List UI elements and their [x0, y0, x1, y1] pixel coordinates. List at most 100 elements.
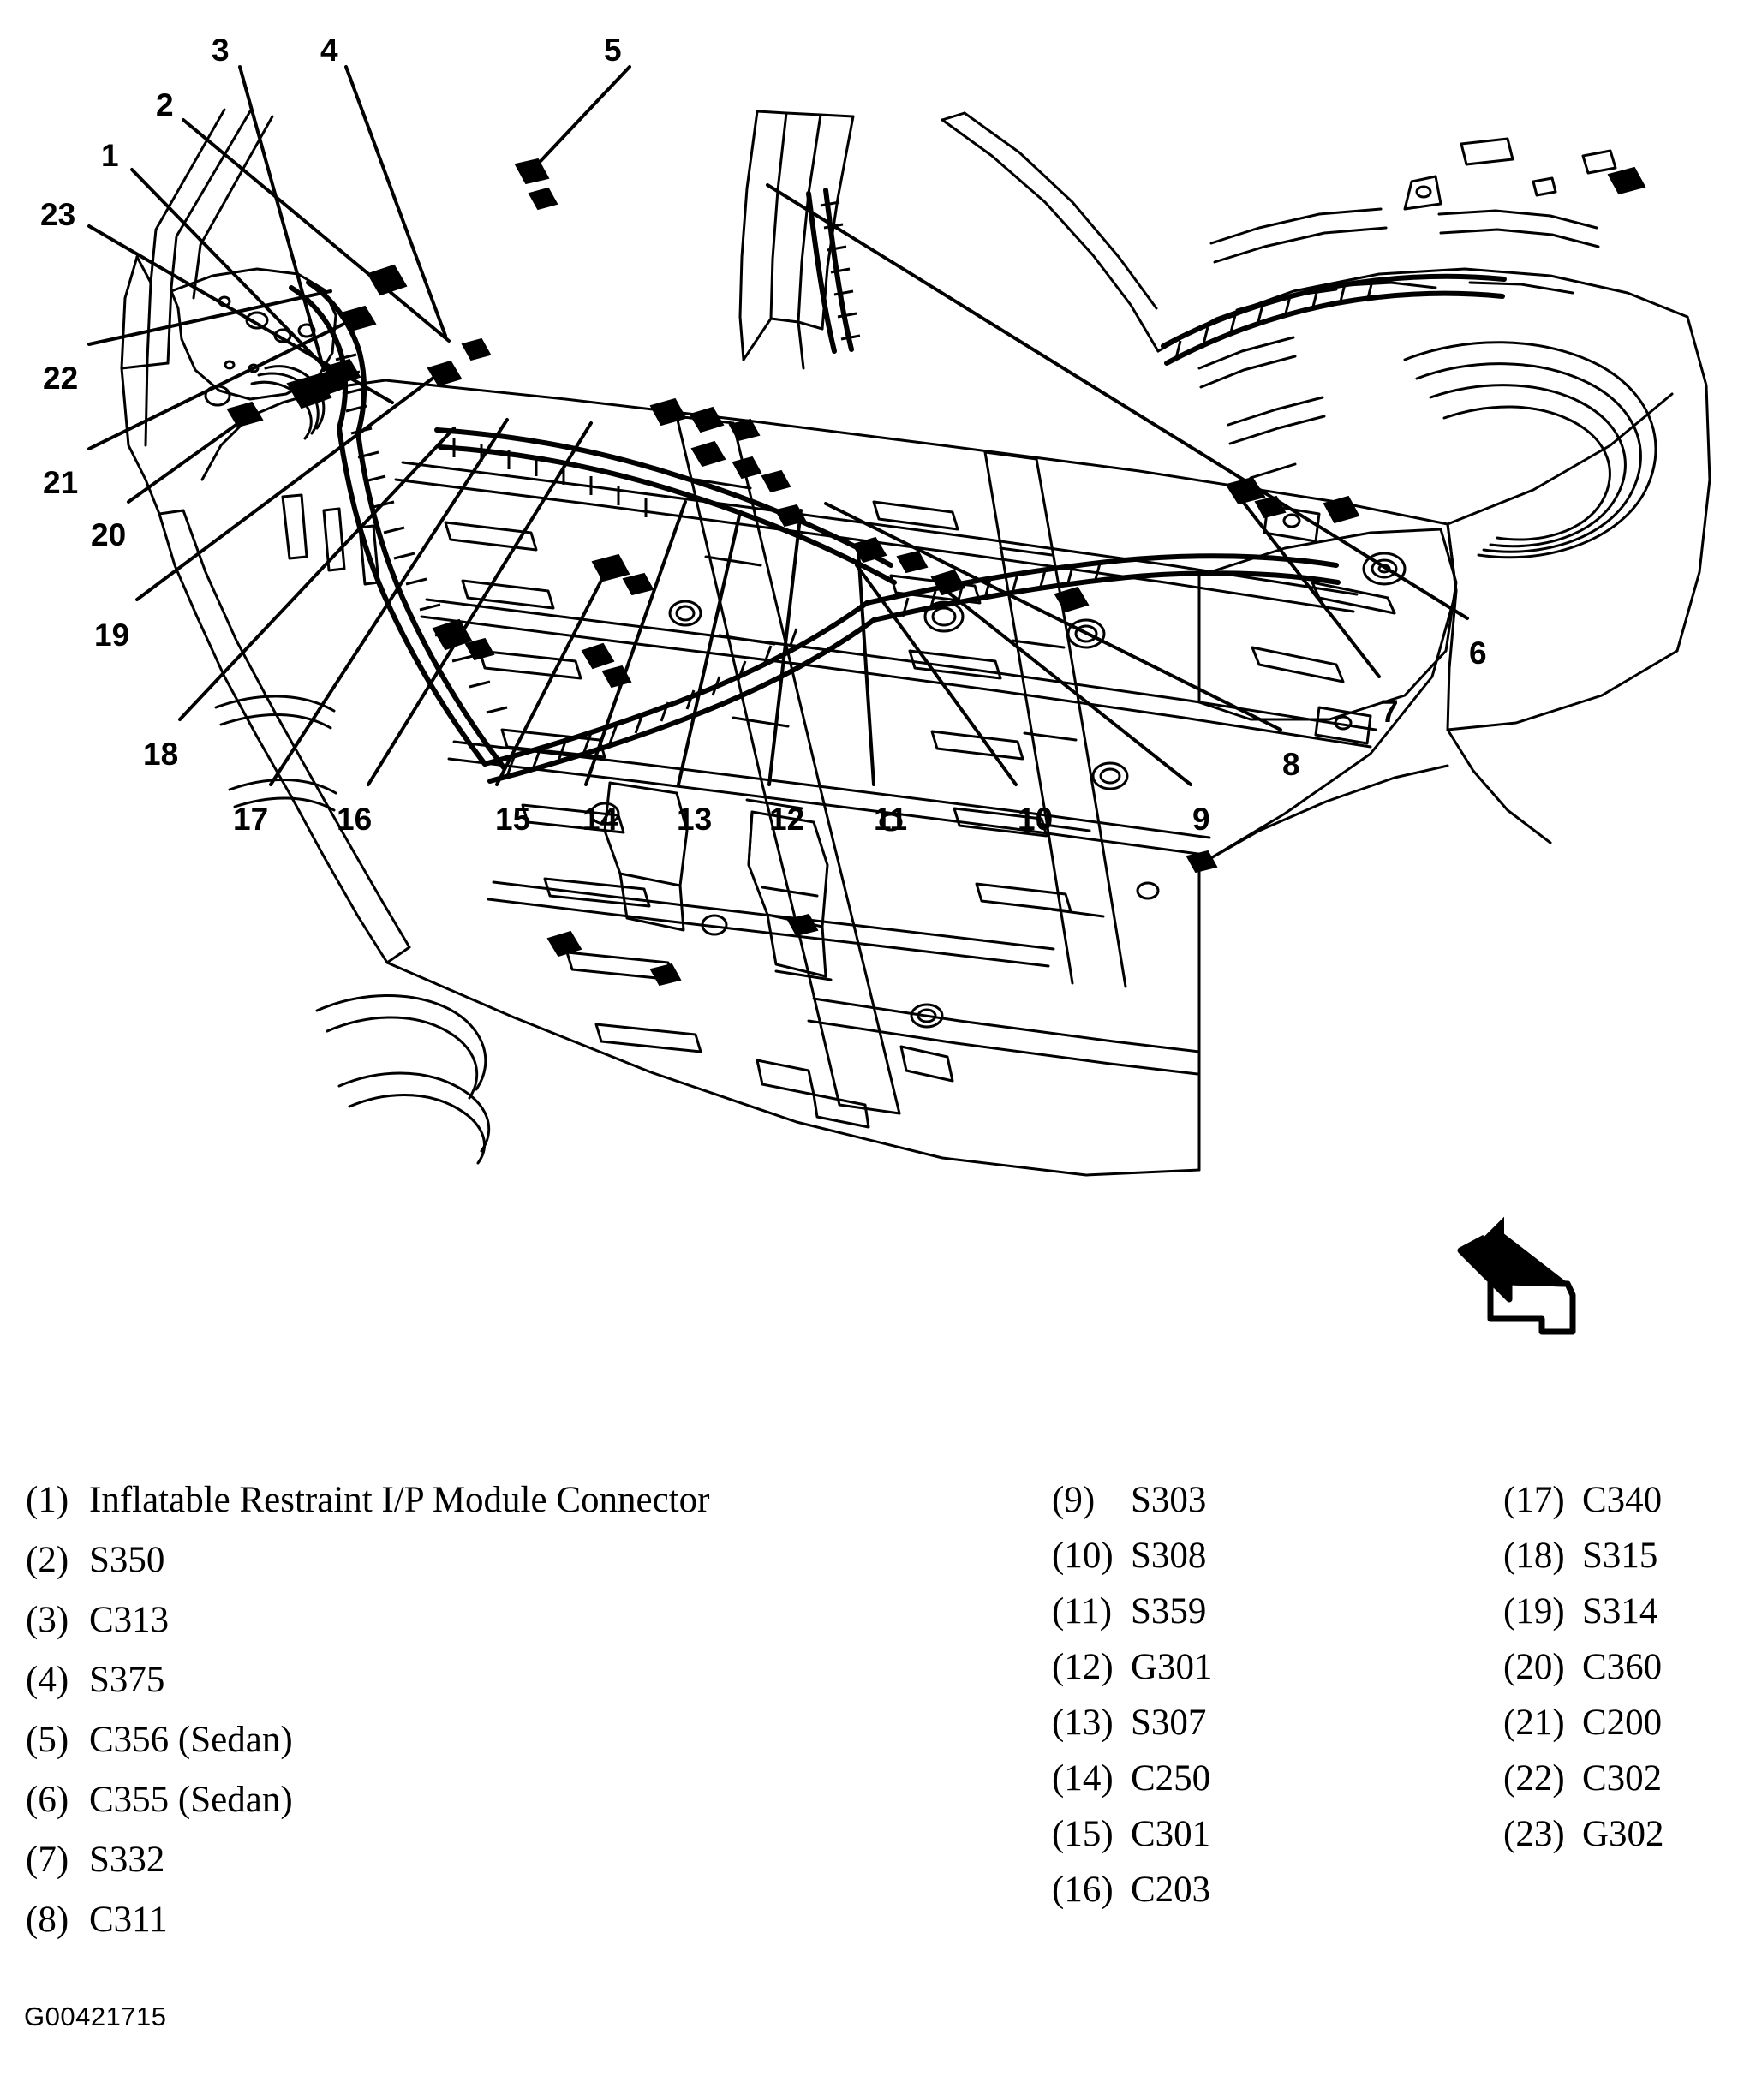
connectors-and-splices [226, 158, 1646, 987]
legend-item: (23)G302 [1503, 1816, 1738, 1852]
legend-item-number: (17) [1503, 1480, 1565, 1520]
leader-line-20 [127, 418, 245, 504]
callout-number-19: 19 [94, 617, 130, 653]
legend-item: (9)S303 [1052, 1482, 1420, 1518]
legend-item-label: S375 [89, 1660, 165, 1700]
legend-item: (12) G301 [1052, 1649, 1420, 1685]
legend-item-number: (5) [26, 1720, 69, 1760]
leader-line-16 [367, 421, 593, 786]
leader-line-10 [855, 564, 1018, 786]
leader-line-8 [824, 502, 1282, 731]
legend-item-number: (21) [1503, 1703, 1565, 1743]
legend-item: (22)C302 [1503, 1760, 1738, 1797]
legend-item: (7) S332 [26, 1841, 985, 1878]
legend-item-label: C203 [1131, 1870, 1211, 1910]
legend-item-number: (13) [1052, 1703, 1114, 1743]
legend-item-label: C302 [1582, 1758, 1663, 1799]
legend-item-label: C340 [1582, 1480, 1663, 1520]
callout-number-12: 12 [769, 802, 805, 837]
legend-item-number: (11) [1052, 1591, 1113, 1632]
legend-item: (3)C313 [26, 1602, 985, 1638]
legend-column-3: (17)C340(18)S315(19)S314(20)C360(21)C200… [1503, 1482, 1738, 1871]
legend-item: (8) C311 [26, 1901, 985, 1938]
legend-item-label: S315 [1582, 1536, 1658, 1576]
legend-item-label: C250 [1131, 1758, 1211, 1799]
legend-item: (16) C203 [1052, 1871, 1420, 1908]
callout-number-20: 20 [91, 517, 127, 552]
legend-item-label: S350 [89, 1540, 165, 1580]
legend-item: (1) Inflatable Restraint I/P Module Conne… [26, 1482, 985, 1518]
legend-item-number: (10) [1052, 1536, 1114, 1576]
legend-item-label: S308 [1131, 1536, 1207, 1576]
leader-line-7 [1239, 497, 1381, 678]
leader-line-3 [238, 65, 326, 372]
leader-line-5 [527, 65, 631, 176]
leader-line-18 [178, 427, 456, 721]
legend-item-label: Inflatable Restraint I/P Module Connecto… [89, 1480, 710, 1520]
legend-item-label: C311 [89, 1900, 168, 1940]
callout-number-4: 4 [320, 33, 338, 68]
callout-number-17: 17 [233, 802, 269, 837]
legend-item-number: (6) [26, 1780, 69, 1820]
leader-line-19 [135, 373, 439, 601]
legend-item: (15)C301 [1052, 1816, 1420, 1852]
legend-item-label: G301 [1131, 1647, 1213, 1687]
legend-item-label: S314 [1582, 1591, 1658, 1632]
harness-routing-illustration [87, 65, 1711, 1335]
legend-item-number: (7) [26, 1840, 69, 1880]
callout-number-2: 2 [156, 87, 174, 122]
legend-item-number: (14) [1052, 1758, 1114, 1799]
legend-item-number: (18) [1503, 1536, 1565, 1576]
leader-line-15 [495, 565, 610, 786]
legend-item-number: (19) [1503, 1591, 1565, 1632]
legend-item-number: (15) [1052, 1814, 1114, 1854]
callout-number-6: 6 [1469, 635, 1487, 671]
forward-direction-arrow [1457, 1216, 1576, 1335]
callout-number-8: 8 [1282, 747, 1300, 782]
legend-item-number: (12) [1052, 1647, 1114, 1687]
leader-line-2 [182, 118, 451, 343]
callout-number-23: 23 [40, 197, 76, 232]
callout-number-11: 11 [874, 802, 908, 837]
legend-item-number: (16) [1052, 1870, 1114, 1910]
callout-number-18: 18 [143, 737, 179, 772]
leader-line-12 [767, 509, 803, 786]
leader-line-17 [269, 418, 509, 786]
legend-item: (6)C355 (Sedan) [26, 1781, 985, 1818]
leader-line-21 [87, 319, 353, 450]
legend-item: (19) S314 [1503, 1593, 1738, 1630]
legend-item: (5) C356 (Sedan) [26, 1721, 985, 1758]
legend-item-number: (8) [26, 1900, 69, 1940]
callout-number-10: 10 [1018, 802, 1054, 837]
legend-item: (10) S308 [1052, 1537, 1420, 1574]
legend-item-label: C360 [1582, 1647, 1663, 1687]
legend-item-label: C200 [1582, 1703, 1663, 1743]
callout-number-16: 16 [337, 802, 373, 837]
leader-line-4 [344, 65, 447, 337]
legend-item-label: C356 (Sedan) [89, 1720, 293, 1760]
legend-item: (14) C250 [1052, 1760, 1420, 1797]
body-structure-linework [120, 108, 1711, 1177]
legend-item: (4) S375 [26, 1662, 985, 1698]
legend-item: (18) S315 [1503, 1537, 1738, 1574]
callout-number-22: 22 [43, 361, 79, 396]
legend-item: (17) C340 [1503, 1482, 1738, 1518]
legend-item: (11)S359 [1052, 1593, 1420, 1630]
callout-number-14: 14 [582, 802, 618, 837]
callout-number-9: 9 [1192, 802, 1210, 837]
legend-item-number: (1) [26, 1480, 69, 1520]
legend-item-number: (4) [26, 1660, 69, 1700]
legend-item-label: S332 [89, 1840, 165, 1880]
figure-id-code: G00421715 [24, 2002, 167, 2031]
legend-item-number: (9) [1052, 1480, 1096, 1520]
callout-number-7: 7 [1381, 694, 1399, 729]
callout-number-3: 3 [212, 33, 230, 68]
leader-line-1 [130, 168, 334, 377]
legend-item-label: S307 [1131, 1703, 1207, 1743]
callout-number-5: 5 [604, 33, 622, 68]
legend-item-number: (3) [26, 1600, 69, 1640]
leader-line-13 [677, 510, 742, 786]
leader-line-14 [584, 500, 687, 786]
callout-number-15: 15 [495, 802, 531, 837]
callout-number-21: 21 [43, 465, 79, 500]
